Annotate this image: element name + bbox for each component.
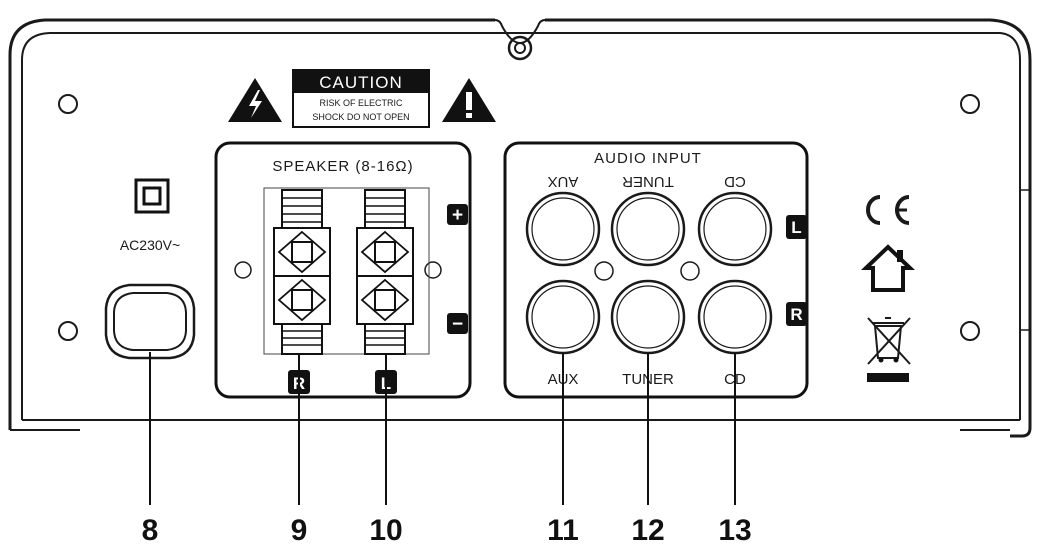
caution-title: CAUTION <box>319 73 403 92</box>
chassis-outline <box>8 18 1032 438</box>
callout-11: 11 <box>547 514 579 547</box>
caution-line-1: RISK OF ELECTRIC <box>319 98 403 108</box>
callout-9: 9 <box>291 514 308 547</box>
callout-lines <box>149 352 736 505</box>
minus-badge: − <box>447 313 468 335</box>
audio-input-panel: AUDIO INPUT <box>503 141 809 399</box>
speaker-panel: SPEAKER (8-16Ω) <box>214 141 472 399</box>
callout-8: 8 <box>142 514 159 547</box>
rca-jack-cd-left[interactable] <box>697 191 773 267</box>
double-insulation-icon <box>134 178 170 214</box>
svg-text:L: L <box>791 218 801 237</box>
weee-bin-icon <box>867 317 911 382</box>
rca-jack-cd-right[interactable] <box>697 279 773 355</box>
tuner-top-label: TUNER <box>622 173 674 190</box>
svg-text:R: R <box>790 305 802 324</box>
indoor-use-house-icon <box>861 244 915 292</box>
lightning-warning-icon <box>228 78 282 122</box>
caution-label: CAUTION RISK OF ELECTRIC SHOCK DO NOT OP… <box>292 69 430 128</box>
callout-13: 13 <box>718 514 751 547</box>
svg-text:−: − <box>452 314 463 335</box>
aux-top-label: AUX <box>548 173 579 190</box>
rca-jack-aux-left[interactable] <box>525 191 601 267</box>
svg-text:+: + <box>452 205 463 226</box>
caution-line-2: SHOCK DO NOT OPEN <box>312 112 409 122</box>
panel-hole <box>680 261 700 281</box>
ce-mark-icon <box>866 195 910 225</box>
cd-top-label: CD <box>724 173 746 190</box>
audio-input-title: AUDIO INPUT <box>594 150 702 167</box>
screw-holes <box>58 94 980 341</box>
top-screw <box>507 35 533 61</box>
speaker-terminal-right[interactable] <box>273 189 331 355</box>
rca-jack-aux-right[interactable] <box>525 279 601 355</box>
rca-jack-tuner-left[interactable] <box>610 191 686 267</box>
callout-12: 12 <box>631 514 664 547</box>
panel-hole <box>594 261 614 281</box>
callout-10: 10 <box>369 514 402 547</box>
voltage-label: AC230V~ <box>120 237 180 253</box>
plus-badge: + <box>447 204 468 226</box>
speaker-title: SPEAKER (8-16Ω) <box>272 158 413 175</box>
rca-jack-tuner-right[interactable] <box>610 279 686 355</box>
speaker-terminal-left[interactable] <box>356 189 414 355</box>
right-channel-badge: R <box>786 302 807 326</box>
power-cord-inlet <box>104 283 196 360</box>
left-channel-badge: L <box>786 215 807 239</box>
exclamation-warning-icon <box>442 78 496 122</box>
